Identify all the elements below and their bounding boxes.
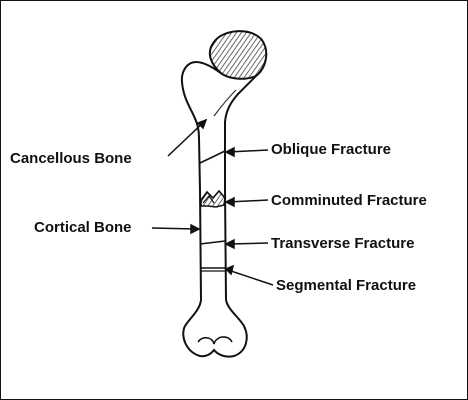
label-segmental-fracture: Segmental Fracture (276, 277, 416, 294)
shaft-right-line (225, 190, 226, 300)
label-oblique-fracture: Oblique Fracture (271, 141, 391, 158)
distal-femur-outline (183, 300, 246, 357)
label-transverse-fracture: Transverse Fracture (271, 235, 414, 252)
cancellous-inner-line (214, 90, 236, 116)
label-comminuted-fracture: Comminuted Fracture (271, 192, 427, 209)
comminuted-fracture-fragments (201, 191, 225, 207)
oblique-fracture-line (200, 151, 225, 163)
condyle-detail (198, 337, 232, 344)
transverse-fracture-line (200, 241, 225, 244)
label-cortical-bone: Cortical Bone (34, 219, 132, 236)
femoral-neck-outline (225, 76, 256, 190)
label-cancellous-bone: Cancellous Bone (10, 150, 132, 167)
